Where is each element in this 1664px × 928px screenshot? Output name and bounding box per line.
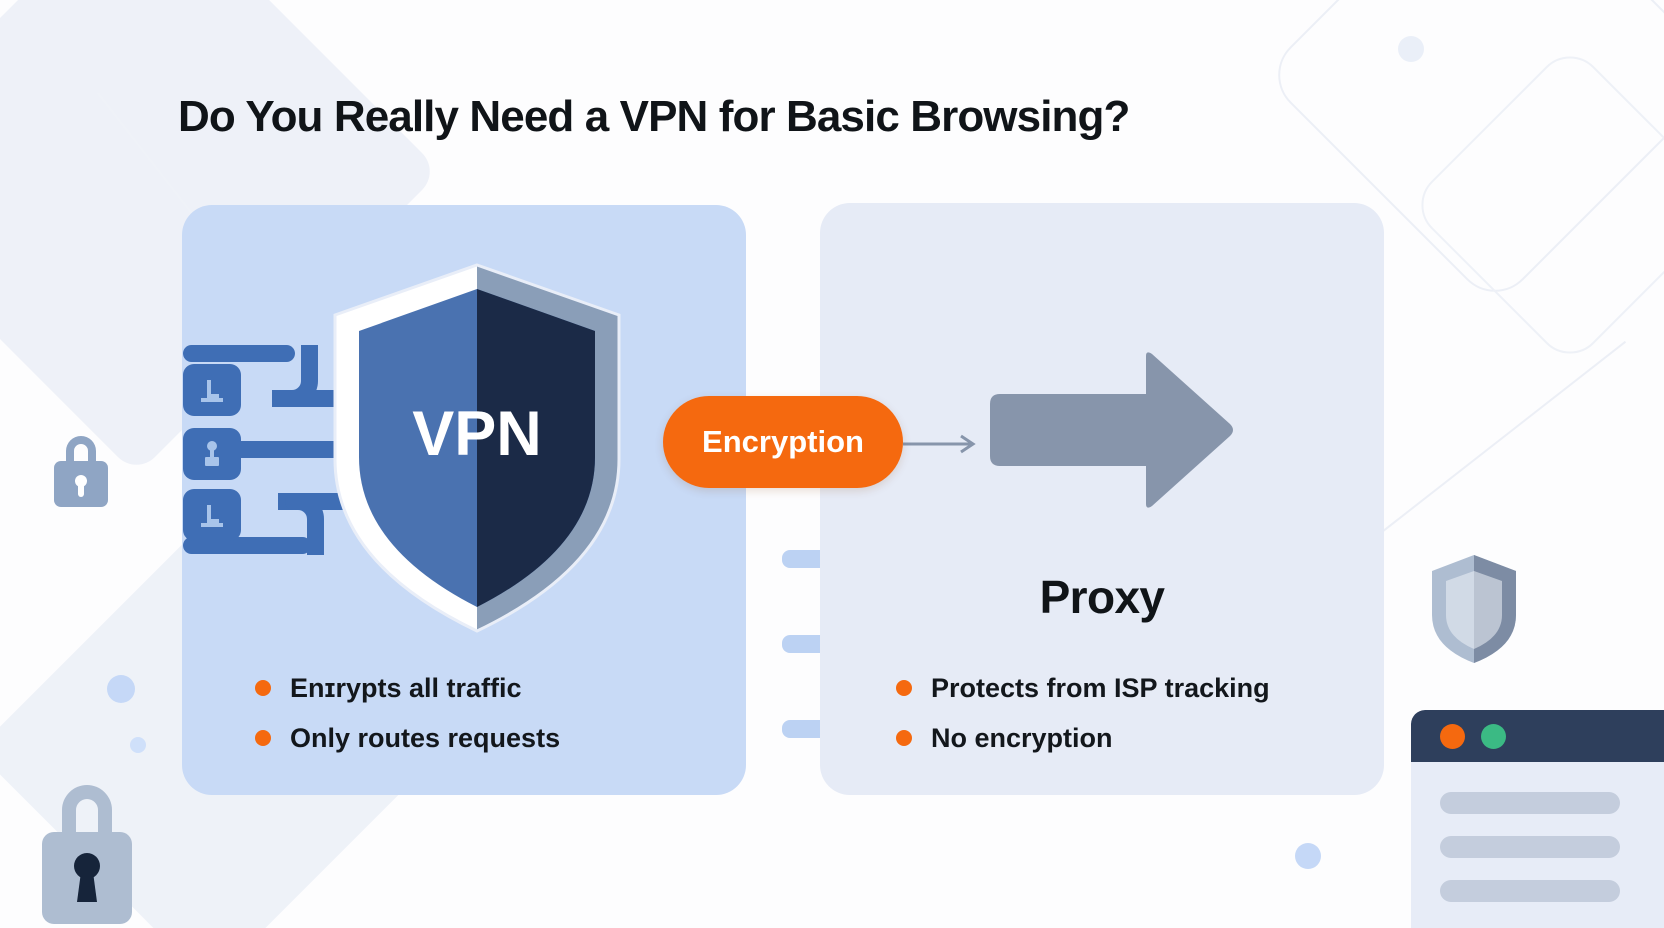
bullet-dot-icon	[255, 730, 271, 746]
bullet-label: Only routes requests	[290, 722, 561, 753]
bg-shape-outline-right	[1407, 42, 1664, 368]
vpn-logo-text: VPN	[412, 399, 542, 469]
page-title: Do You Really Need a VPN for Basic Brows…	[178, 92, 1130, 141]
bullet-label: Enɪrypts all traffic	[290, 672, 522, 703]
encryption-badge-label: Encryption	[702, 424, 864, 459]
list-item: Only routes requests	[255, 713, 560, 763]
browser-titlebar	[1411, 710, 1664, 762]
list-item: Enɪrypts all traffic	[255, 663, 560, 713]
vpn-shield-icon: VPN	[327, 263, 627, 635]
bullet-dot-icon	[896, 680, 912, 696]
padlock-icon	[42, 785, 132, 924]
bg-dot-mid-left	[107, 675, 135, 703]
browser-dot-green-icon	[1481, 723, 1506, 749]
network-pipe-top	[183, 345, 295, 362]
browser-content	[1411, 762, 1664, 902]
bg-dot-lower-left	[130, 737, 146, 753]
list-item: No encryption	[896, 713, 1270, 763]
bg-dot-top-right	[1398, 36, 1424, 62]
shield-icon	[1432, 555, 1516, 663]
bullet-label: Protects from ISP tracking	[931, 672, 1270, 703]
list-item: Protects from ISP tracking	[896, 663, 1270, 713]
device-node-icon	[183, 489, 241, 541]
device-node-icon	[183, 364, 241, 416]
content-placeholder-row	[1440, 880, 1620, 902]
encryption-badge[interactable]: Encryption	[663, 396, 903, 488]
content-placeholder-row	[1440, 792, 1620, 814]
panel-proxy	[820, 203, 1384, 795]
proxy-arrow-icon	[990, 352, 1233, 508]
content-placeholder-row	[1440, 836, 1620, 858]
browser-window-icon	[1411, 710, 1664, 928]
encryption-arrow-icon	[903, 434, 976, 454]
bg-dot-bottom-right	[1295, 843, 1321, 869]
device-node-glyph-icon	[201, 380, 223, 402]
device-node-icon	[183, 428, 241, 480]
proxy-bullet-list: Protects from ISP tracking No encryption	[896, 663, 1270, 763]
vpn-shield-graphic-icon	[333, 263, 621, 633]
padlock-icon	[54, 436, 108, 507]
bullet-dot-icon	[896, 730, 912, 746]
bullet-dot-icon	[255, 680, 271, 696]
device-node-glyph-icon	[201, 505, 223, 527]
vpn-bullet-list: Enɪrypts all traffic Only routes request…	[255, 663, 560, 763]
browser-dot-orange-icon	[1440, 723, 1465, 749]
bullet-label: No encryption	[931, 722, 1113, 753]
proxy-title: Proxy	[1039, 571, 1165, 623]
device-node-glyph-icon	[205, 441, 219, 466]
